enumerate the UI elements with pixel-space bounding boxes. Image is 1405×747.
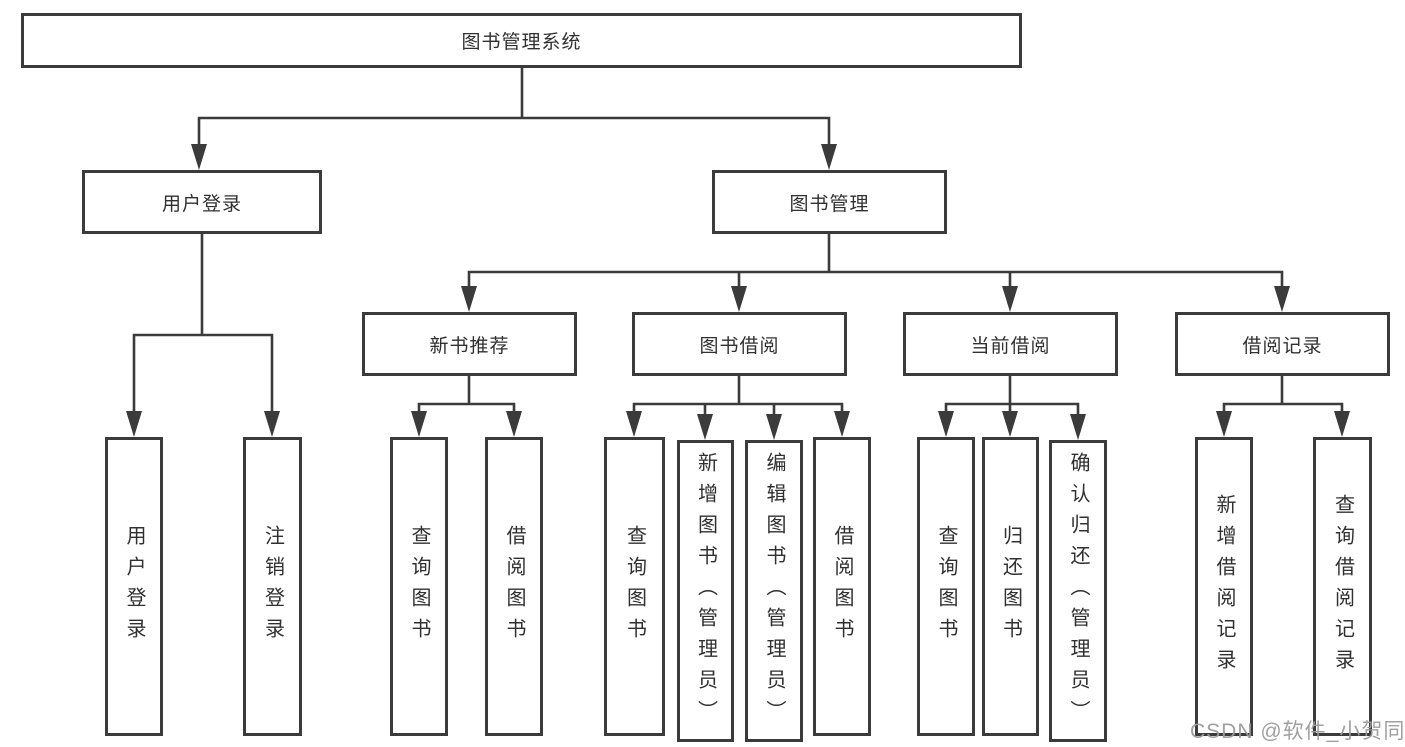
node-library-system: 图书管理系统: [21, 13, 1022, 68]
node-user-login-leaf: 用户登录: [105, 437, 163, 736]
node-logout: 注销登录: [243, 437, 302, 736]
watermark: CSDN @软件_小贺同学: [1190, 720, 1405, 743]
node-borrowing-records: 借阅记录: [1175, 312, 1390, 376]
node-new-book-recommend: 新书推荐: [362, 312, 577, 376]
node-query-books-recommend: 查询图书: [390, 437, 448, 736]
connector-level2-bar: [467, 270, 1284, 290]
connector-userlogin-bar: [132, 333, 274, 415]
node-query-books-current: 查询图书: [917, 437, 975, 736]
node-confirm-return-admin: 确认归还（管理员）: [1049, 440, 1107, 742]
node-borrow-books-leaf: 借阅图书: [813, 437, 871, 736]
node-book-borrowing: 图书借阅: [632, 312, 847, 376]
node-current-borrowing: 当前借阅: [903, 312, 1118, 376]
node-return-books: 归还图书: [982, 437, 1039, 736]
connector-level1-bar: [197, 116, 831, 148]
node-query-books-borrowing: 查询图书: [604, 437, 665, 736]
node-user-login-branch: 用户登录: [82, 170, 322, 234]
node-add-book-admin: 新增图书（管理员）: [677, 440, 734, 742]
node-borrow-books-recommend: 借阅图书: [485, 437, 543, 736]
node-add-borrow-record: 新增借阅记录: [1195, 437, 1253, 736]
node-query-borrow-record: 查询借阅记录: [1313, 437, 1372, 736]
node-book-management: 图书管理: [712, 170, 947, 234]
node-edit-book-admin: 编辑图书（管理员）: [745, 440, 803, 742]
